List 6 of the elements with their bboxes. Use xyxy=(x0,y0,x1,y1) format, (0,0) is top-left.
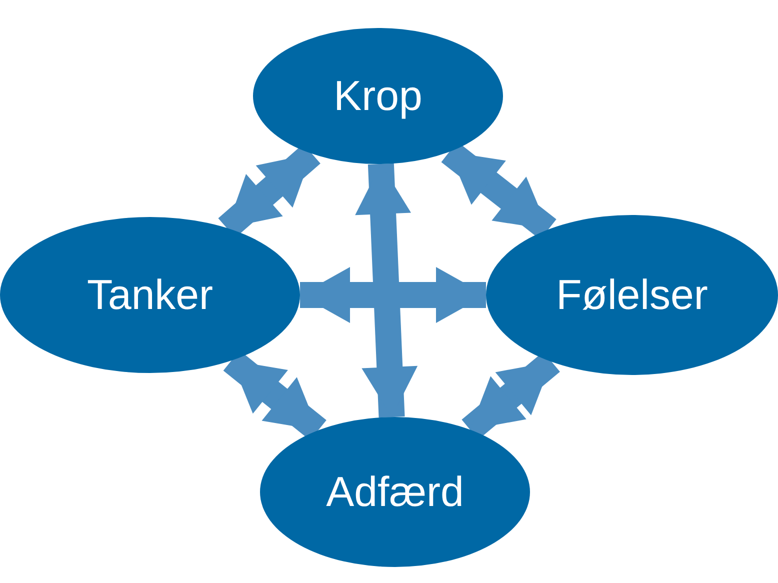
node-label: Krop xyxy=(332,72,424,120)
double-arrow xyxy=(355,163,418,418)
node-label: Følelser xyxy=(555,271,709,319)
double-arrow xyxy=(300,267,486,323)
node-label: Tanker xyxy=(86,271,214,319)
node-label: Adfærd xyxy=(325,468,465,516)
